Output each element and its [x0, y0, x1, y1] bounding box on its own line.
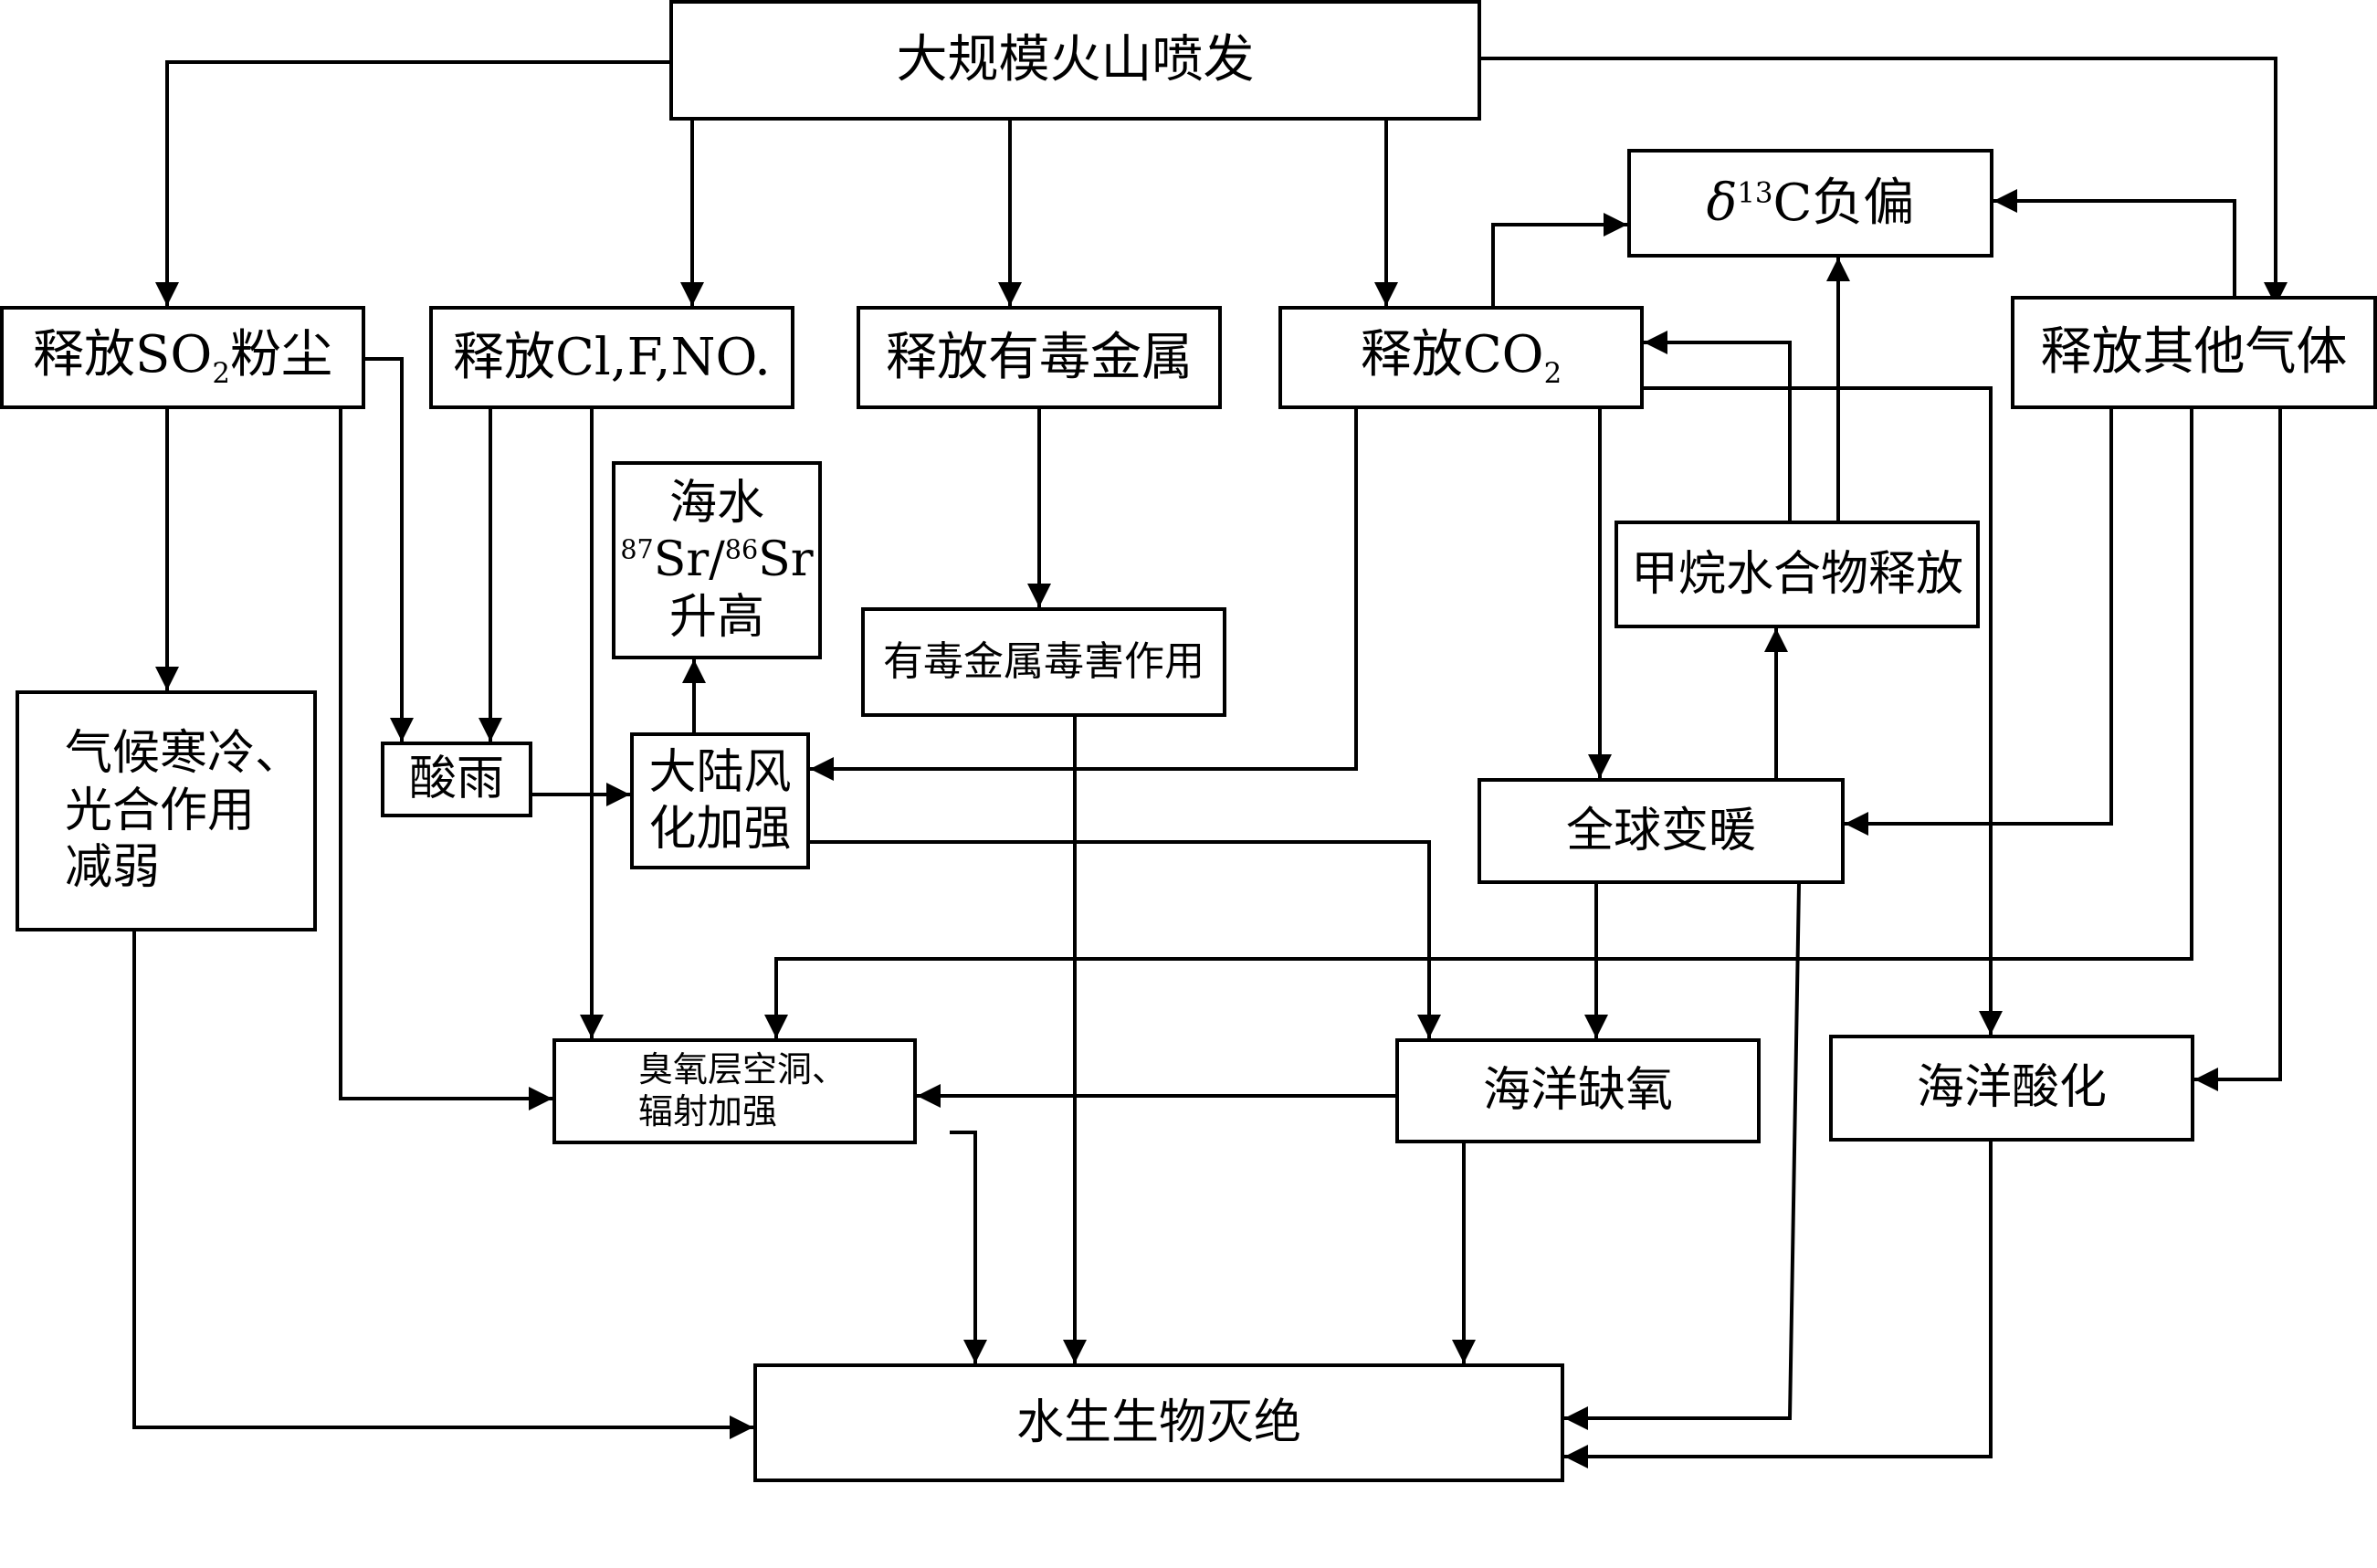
- node-aquatic-extinction: 水生生物灭绝: [753, 1363, 1564, 1482]
- node-acid-rain-label: 酸雨: [408, 752, 504, 807]
- arrow-other-gas-to-delta13c: [1993, 189, 2236, 296]
- so2-suffix: 粉尘: [229, 324, 332, 384]
- so2-subscript: 2: [212, 357, 230, 391]
- sr-line3: 升高: [668, 589, 764, 645]
- node-release-other-gas: 释放其他气体: [2011, 296, 2377, 409]
- arrow-other-gas-to-acidification: [2194, 409, 2282, 1091]
- sr-mid: Sr/: [653, 532, 725, 588]
- node-ocean-acidification-label: 海洋酸化: [1916, 1060, 2107, 1116]
- sr-sup2: 86: [724, 533, 759, 565]
- node-cold-climate: 气候寒冷、 光合作用 减弱: [16, 690, 317, 931]
- arrow-other-gas-to-ozone: [764, 409, 2193, 1038]
- node-release-other-gas-label: 释放其他气体: [2040, 322, 2348, 383]
- delta-superscript: 13: [1737, 176, 1773, 210]
- arrow-cold-to-extinction: [132, 931, 753, 1439]
- node-global-warming-label: 全球变暖: [1565, 803, 1756, 858]
- node-toxic-metal-effect-label: 有毒金属毒害作用: [883, 637, 1204, 685]
- node-toxic-metal-effect: 有毒金属毒害作用: [861, 607, 1226, 717]
- node-release-so2-dust-label: 释放SO2粉尘: [33, 324, 332, 391]
- arrow-co2-to-acidification: [1644, 386, 2003, 1035]
- node-continental-weathering-label: 大陆风 化加强: [648, 744, 792, 857]
- node-seawater-sr-ratio: 海水 87Sr/86Sr 升高: [612, 461, 822, 659]
- node-eruption: 大规模火山喷发: [669, 0, 1481, 121]
- node-acid-rain: 酸雨: [381, 742, 532, 817]
- node-methane-hydrate-release-label: 甲烷水合物释放: [1630, 546, 1963, 602]
- arrow-methane-to-co2: [1644, 331, 1792, 521]
- delta-symbol: δ: [1706, 173, 1738, 233]
- sr-line1: 海水: [668, 475, 764, 531]
- node-ocean-anoxia-label: 海洋缺氧: [1482, 1063, 1673, 1119]
- arrow-so2-to-acid-rain: [365, 357, 414, 742]
- sr-end: Sr: [758, 532, 814, 588]
- node-release-toxic-metal-label: 释放有毒金属: [886, 327, 1193, 387]
- node-release-toxic-metal: 释放有毒金属: [857, 306, 1222, 409]
- node-aquatic-extinction-label: 水生生物灭绝: [1015, 1394, 1301, 1450]
- arrow-co2-to-weathering: [810, 409, 1358, 781]
- node-ocean-acidification: 海洋酸化: [1829, 1035, 2194, 1142]
- arrow-other-gas-to-warming: [1845, 409, 2113, 836]
- node-release-cl-f-no: 释放Cl,F,NO.: [429, 306, 794, 409]
- arrow-warming-to-extinction: [1564, 883, 1801, 1430]
- co2-prefix: 释放CO: [1360, 324, 1544, 384]
- node-release-cl-f-no-label: 释放Cl,F,NO.: [453, 327, 771, 387]
- node-ozone-hole-label: 臭氧层空洞、 辐射加强: [638, 1049, 847, 1131]
- arrow-acidification-to-extinction: [1564, 1142, 1993, 1468]
- node-ocean-anoxia: 海洋缺氧: [1395, 1038, 1761, 1143]
- so2-prefix: 释放SO: [33, 324, 213, 384]
- node-cold-climate-label: 气候寒冷、 光合作用 减弱: [65, 726, 303, 896]
- node-delta13c-negative: δ13C负偏: [1627, 149, 1993, 258]
- sr-sup1: 87: [620, 533, 654, 565]
- delta-suffix: C负偏: [1772, 173, 1915, 233]
- arrow-co2-to-delta13c: [1491, 213, 1627, 306]
- arrow-weathering-to-anoxia: [810, 840, 1441, 1038]
- node-seawater-sr-ratio-label: 海水 87Sr/86Sr 升高: [620, 475, 813, 646]
- node-global-warming: 全球变暖: [1478, 778, 1845, 884]
- node-continental-weathering: 大陆风 化加强: [630, 732, 810, 869]
- node-release-co2: 释放CO2: [1278, 306, 1644, 409]
- arrow-ozone-to-extinction: [950, 1131, 987, 1363]
- node-release-co2-label: 释放CO2: [1361, 324, 1562, 391]
- arrow-eruption-to-other-gas: [1481, 57, 2288, 306]
- co2-subscript: 2: [1543, 357, 1562, 391]
- node-methane-hydrate-release: 甲烷水合物释放: [1614, 521, 1980, 628]
- node-release-so2-dust: 释放SO2粉尘: [0, 306, 365, 409]
- node-eruption-label: 大规模火山喷发: [896, 30, 1255, 90]
- arrow-eruption-to-so2: [155, 60, 669, 306]
- node-delta13c-negative-label: δ13C负偏: [1707, 173, 1915, 234]
- node-ozone-hole: 臭氧层空洞、 辐射加强: [552, 1038, 917, 1144]
- arrow-so2-to-ozone: [339, 409, 552, 1110]
